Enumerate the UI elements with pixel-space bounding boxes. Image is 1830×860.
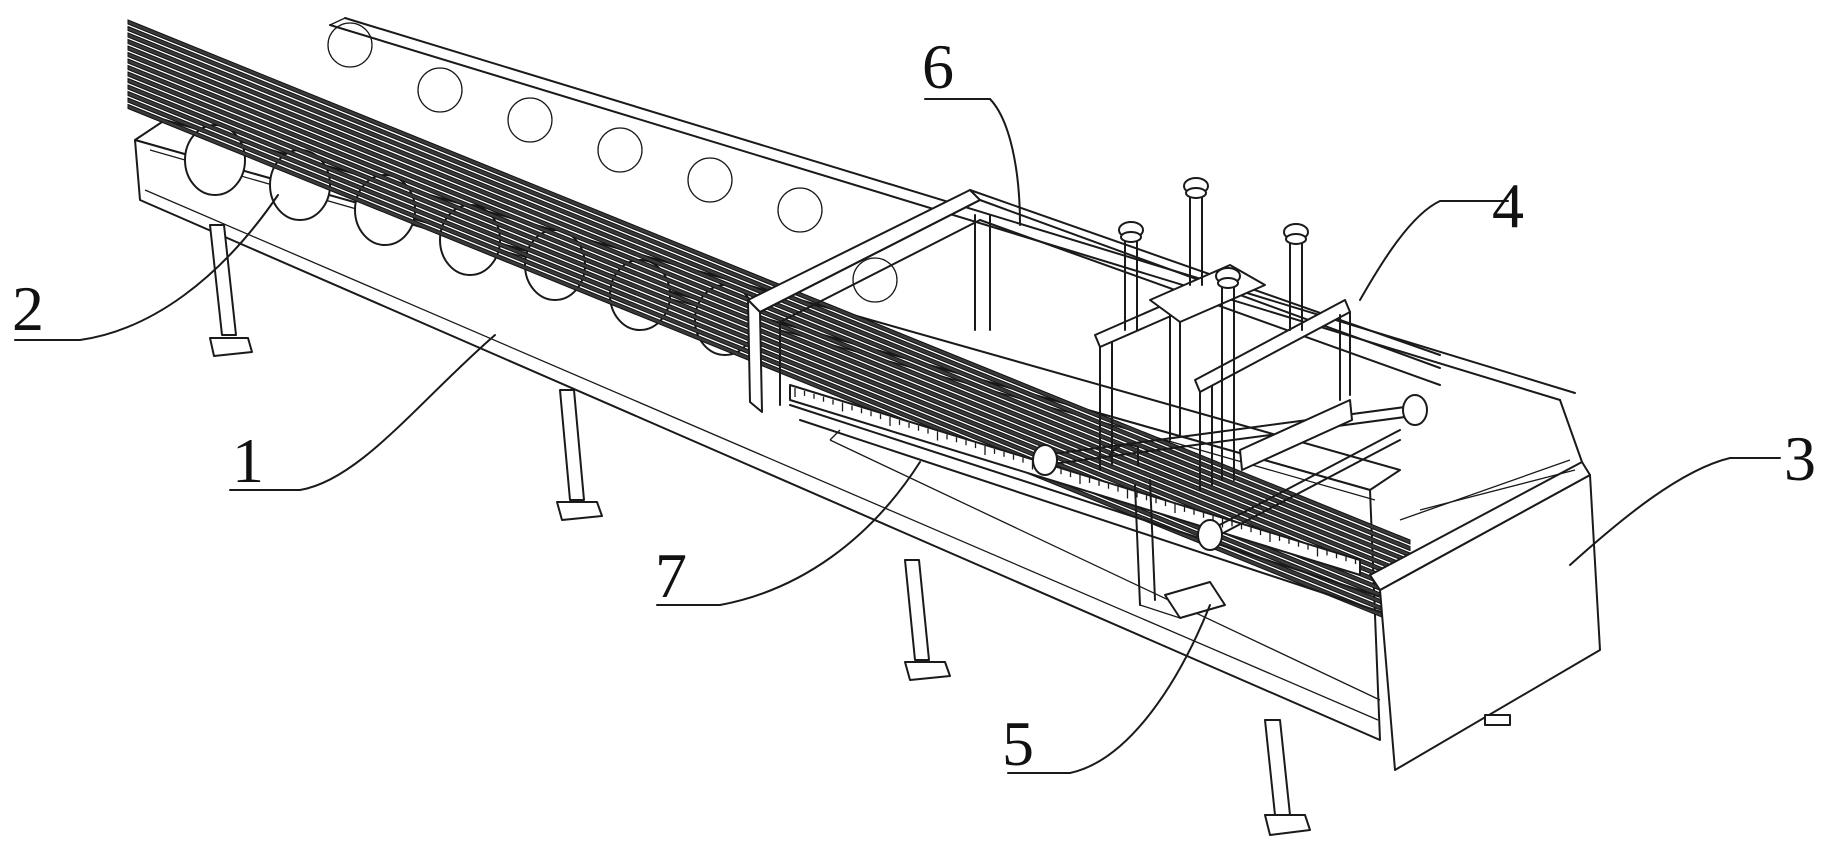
leg-4	[1264, 719, 1311, 836]
numeral-1: 1	[232, 425, 264, 496]
rod	[127, 58, 1411, 584]
support-legs	[209, 224, 1311, 836]
leader-3	[1569, 457, 1781, 566]
numeral-3: 3	[1784, 423, 1816, 494]
leader-lines	[14, 98, 1781, 774]
rod	[127, 103, 1411, 630]
leg-3	[904, 559, 951, 681]
leg-1	[209, 224, 253, 357]
cylinder-4	[1215, 267, 1241, 481]
clamp-unit	[1032, 177, 1428, 551]
numeral-7: 7	[655, 540, 687, 611]
numeral-2: 2	[12, 273, 44, 344]
cylinder-3	[1283, 223, 1309, 331]
leader-5	[1007, 604, 1211, 774]
numeral-4: 4	[1492, 170, 1524, 241]
frame-front-panel	[134, 139, 1381, 741]
carriage	[1134, 479, 1226, 619]
cylinder-2	[1183, 177, 1209, 286]
numeral-6: 6	[922, 31, 954, 102]
leader-2	[14, 194, 279, 341]
rod	[127, 19, 1411, 545]
rod	[127, 51, 1411, 578]
end-housing	[1369, 399, 1601, 771]
rod	[127, 64, 1411, 591]
leader-7	[656, 461, 921, 606]
leader-6	[924, 98, 1021, 226]
leader-4	[1359, 200, 1509, 301]
cylinder-1	[1118, 221, 1144, 331]
leader-1	[229, 334, 496, 491]
numeral-5: 5	[1002, 708, 1034, 779]
reference-numerals: 1 2 3 4 5 6 7	[12, 31, 1816, 779]
leg-2	[556, 389, 603, 521]
